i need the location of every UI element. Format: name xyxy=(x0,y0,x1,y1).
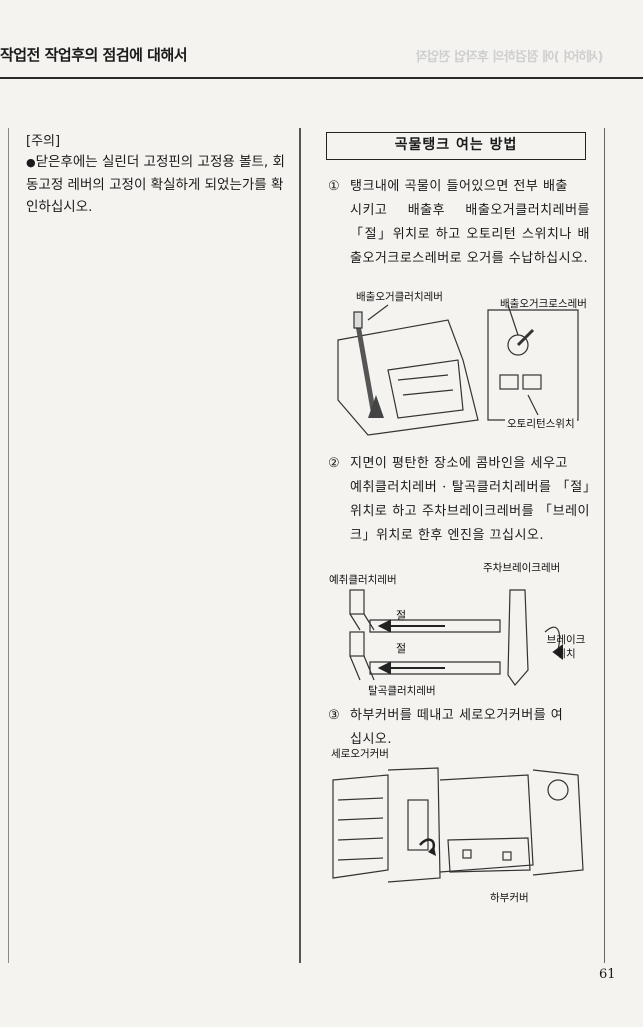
step-text: 하부커버를 떼내고 세로오거커버를 여 xyxy=(350,708,564,723)
page-number: 61 xyxy=(599,967,616,982)
bleed-through-header: (세하여 )에 점검하의 후작업 전업작 xyxy=(415,50,603,65)
section-title-box xyxy=(326,132,586,160)
label-reaper-clutch-lever: 예취클러치레버 xyxy=(329,574,397,586)
label-lower-cover: 하부커버 xyxy=(490,892,529,904)
caution-label: [주의] xyxy=(26,134,61,149)
step-1: ① 탱크내에 곡물이 들어있으면 전부 배출 시키고 배출후 배출오거클러치레버를… xyxy=(328,175,590,271)
label-auger-clutch-lever: 배출오거클러치레버 xyxy=(356,291,443,303)
label-auger-cross-lever: 배출오거크로스레버 xyxy=(500,298,587,310)
label-brake-position: 브레이크 위치 xyxy=(546,634,586,660)
page-header-title: 작업전 작업후의 점검에 대해서 xyxy=(0,46,188,64)
step-number: ③ xyxy=(328,708,341,723)
bullet-icon: ● xyxy=(26,156,36,169)
step-number: ② xyxy=(328,456,341,471)
label-off-position-2: 절 xyxy=(396,642,407,655)
step-text: 탱크내에 곡물이 들어있으면 전부 배출 xyxy=(350,179,568,194)
left-margin-line xyxy=(8,128,9,963)
step-2: ② 지면이 평탄한 장소에 콤바인을 세우고 예취클러치레버 · 탈곡클러치레버를… xyxy=(328,452,590,548)
step-text: 지면이 평탄한 장소에 콤바인을 세우고 xyxy=(350,456,568,471)
caution-note: ●닫은후에는 실린더 고정핀의 고정용 볼트, 회동고정 레버의 고정이 확실하… xyxy=(26,151,292,218)
figure-auger-levers xyxy=(337,304,579,436)
label-parking-brake-lever: 주차브레이크레버 xyxy=(483,562,561,574)
step-text-cont: 십시오. xyxy=(350,732,393,747)
caution-text: 닫은후에는 실린더 고정핀의 고정용 볼트, 회동고정 레버의 고정이 확실하게… xyxy=(26,154,285,215)
column-divider xyxy=(299,128,301,963)
header-rule xyxy=(0,77,643,79)
step-3: ③ 하부커버를 떼내고 세로오거커버를 여 십시오. xyxy=(328,704,590,752)
step-text-cont: 예취클러치레버 · 탈곡클러치레버를 「절」위치로 하고 주차브레이크레버를 「… xyxy=(350,480,590,543)
section-title: 곡물탱크 여는 방법 xyxy=(394,137,518,153)
figure-combine-covers xyxy=(332,767,584,883)
label-off-position-1: 절 xyxy=(396,609,407,622)
figure-clutch-levers xyxy=(349,589,563,686)
step-number: ① xyxy=(328,179,341,194)
label-vertical-auger-cover: 세로오거커버 xyxy=(331,748,389,760)
label-auto-return-switch: 오토리턴스위치 xyxy=(505,416,577,431)
label-threshing-clutch-lever: 탈곡클러치레버 xyxy=(368,685,436,697)
step-text-cont: 시키고 배출후 배출오거클러치레버를 「절」위치로 하고 오토리턴 스위치나 배… xyxy=(350,203,590,266)
right-margin-line xyxy=(604,128,605,963)
